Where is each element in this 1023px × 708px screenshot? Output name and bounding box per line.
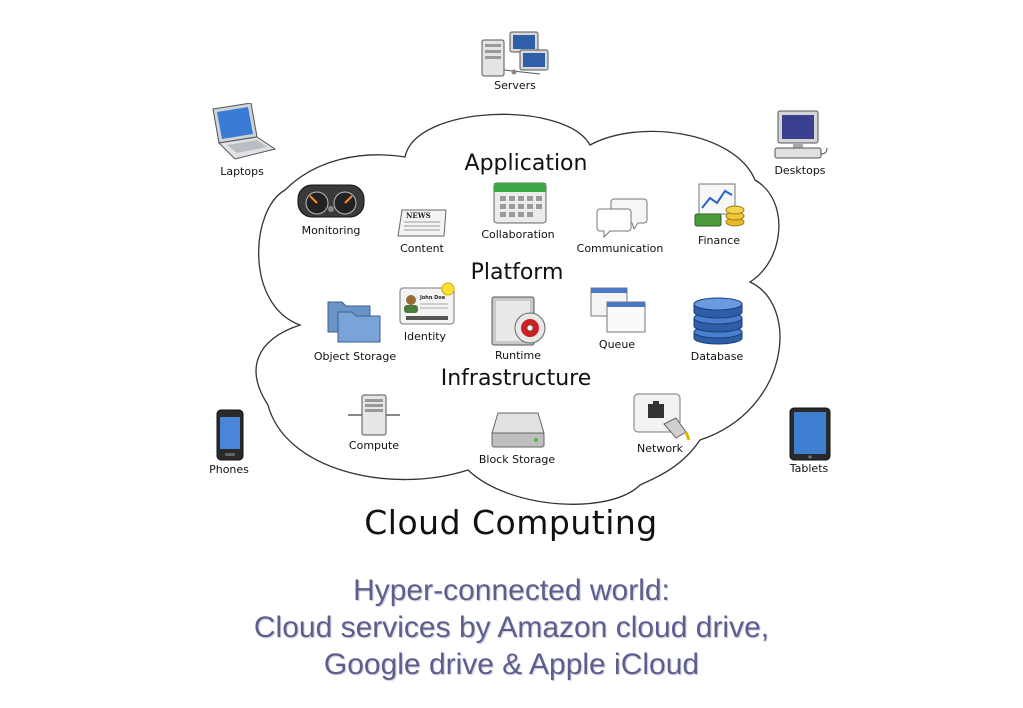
block-storage-label: Block Storage [478, 453, 556, 466]
platform-title: Platform [470, 260, 564, 285]
identity-label: Identity [403, 330, 447, 343]
monitoring-label: Monitoring [301, 224, 361, 237]
newspaper-icon: NEWS [397, 209, 447, 237]
finance-label: Finance [697, 234, 741, 247]
caption-line-2: Cloud services by Amazon cloud drive, [253, 611, 770, 644]
id-card-icon: John Doe [399, 282, 455, 325]
news-text: NEWS [406, 211, 431, 220]
queue-windows-icon [590, 287, 646, 333]
finance-chart-icon [694, 183, 745, 227]
compute-label: Compute [348, 439, 400, 452]
compute-server-icon [348, 394, 400, 436]
laptops-label: Laptops [220, 165, 264, 178]
monitoring-gauge-icon [297, 184, 365, 218]
hard-drive-icon [491, 412, 545, 448]
application-title: Application [464, 151, 588, 176]
runtime-label: Runtime [495, 349, 541, 362]
phones-label: Phones [209, 463, 249, 476]
object-storage-label: Object Storage [313, 350, 397, 363]
tablet-icon [789, 407, 831, 461]
tablets-label: Tablets [789, 462, 829, 475]
database-icon [693, 297, 743, 345]
network-port-icon [633, 393, 690, 441]
id-name-text: John Doe [419, 295, 446, 301]
network-label: Network [637, 442, 683, 455]
calendar-icon [493, 182, 547, 224]
laptop-icon [212, 103, 277, 160]
queue-label: Queue [598, 338, 636, 351]
caption-line-1: Hyper-connected world: [353, 574, 670, 607]
infrastructure-title: Infrastructure [440, 366, 592, 391]
collaboration-label: Collaboration [481, 228, 555, 241]
diagram-title: Cloud Computing [364, 503, 658, 542]
content-label: Content [400, 242, 444, 255]
caption-line-3: Google drive & Apple iCloud [323, 648, 700, 681]
servers-icon [481, 31, 549, 77]
phone-icon [216, 409, 244, 461]
desktops-label: Desktops [774, 164, 826, 177]
runtime-disc-icon [491, 296, 546, 346]
desktop-icon [774, 110, 828, 159]
servers-label: Servers [494, 79, 536, 92]
communication-label: Communication [576, 242, 664, 255]
folders-icon [327, 301, 381, 343]
database-label: Database [690, 350, 744, 363]
chat-bubbles-icon [596, 198, 648, 239]
